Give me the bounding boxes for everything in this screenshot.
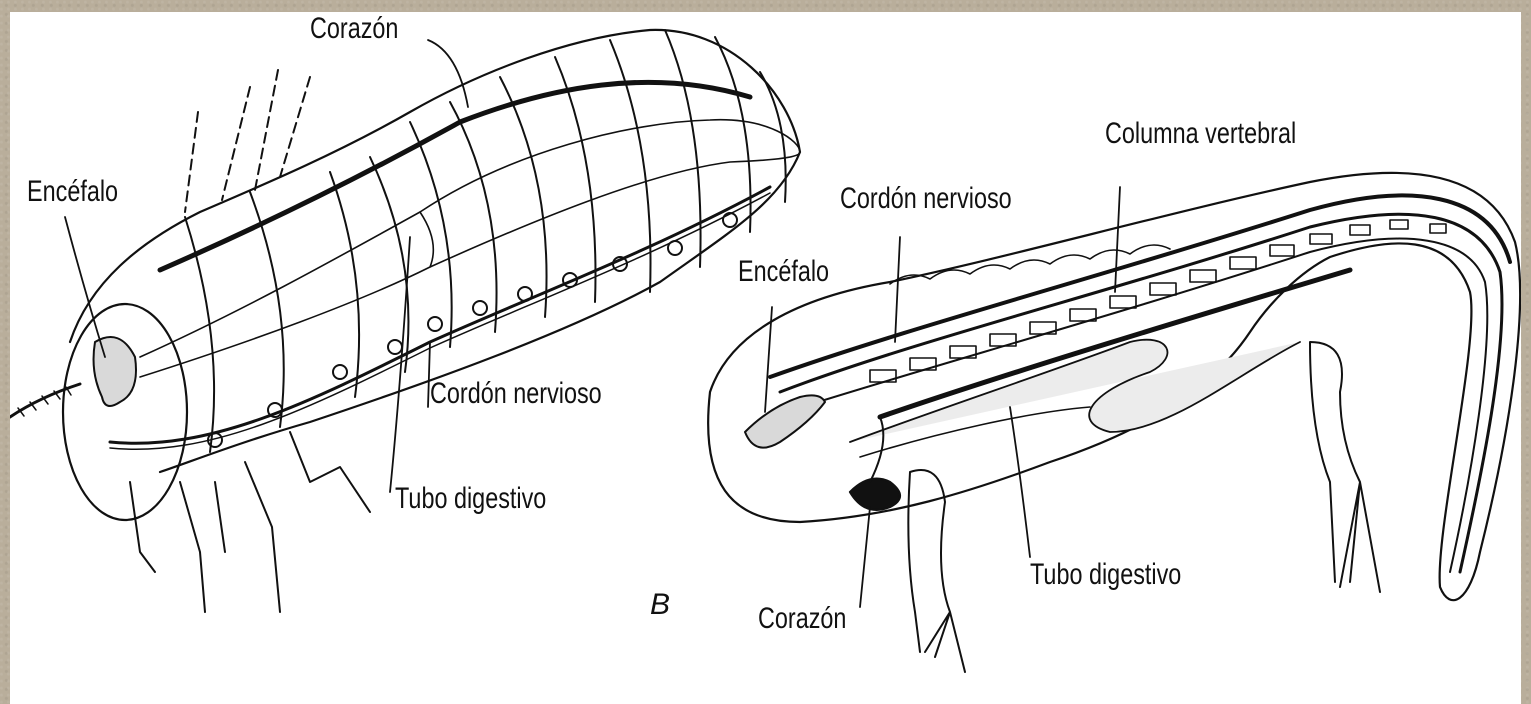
insect-heart-label: Corazón — [310, 14, 398, 44]
insect-digestive-tube-label: Tubo digestivo — [395, 484, 546, 514]
vertebrate-brain-label: Encéfalo — [738, 257, 829, 287]
vertebrate-drawing — [10, 12, 1521, 704]
vertebrate-brain — [745, 395, 825, 447]
vertebrate-spine-leader — [1115, 187, 1120, 292]
vertebrate-digestive-tube-label: Tubo digestivo — [1030, 560, 1181, 590]
vertebrate-heart-leader — [860, 507, 870, 607]
vertebrate-spine-label: Columna vertebral — [1105, 119, 1296, 149]
panel-letter-b: B — [650, 590, 670, 620]
insect-brain-label: Encéfalo — [27, 177, 118, 207]
vertebrate-heart-label: Corazón — [758, 604, 846, 634]
vertebrate-digestive-leader — [1010, 407, 1030, 557]
vertebrate-nerve-leader — [895, 237, 900, 342]
vertebrate-nerve-cord-label: Cordón nervioso — [840, 184, 1012, 214]
vertebrate-hind-leg — [1310, 342, 1380, 592]
vertebrate-heart — [850, 479, 900, 510]
diagram-frame: Corazón Encéfalo Cordón nervioso Tubo di… — [10, 12, 1521, 704]
insect-nerve-cord-label: Cordón nervioso — [430, 379, 602, 409]
